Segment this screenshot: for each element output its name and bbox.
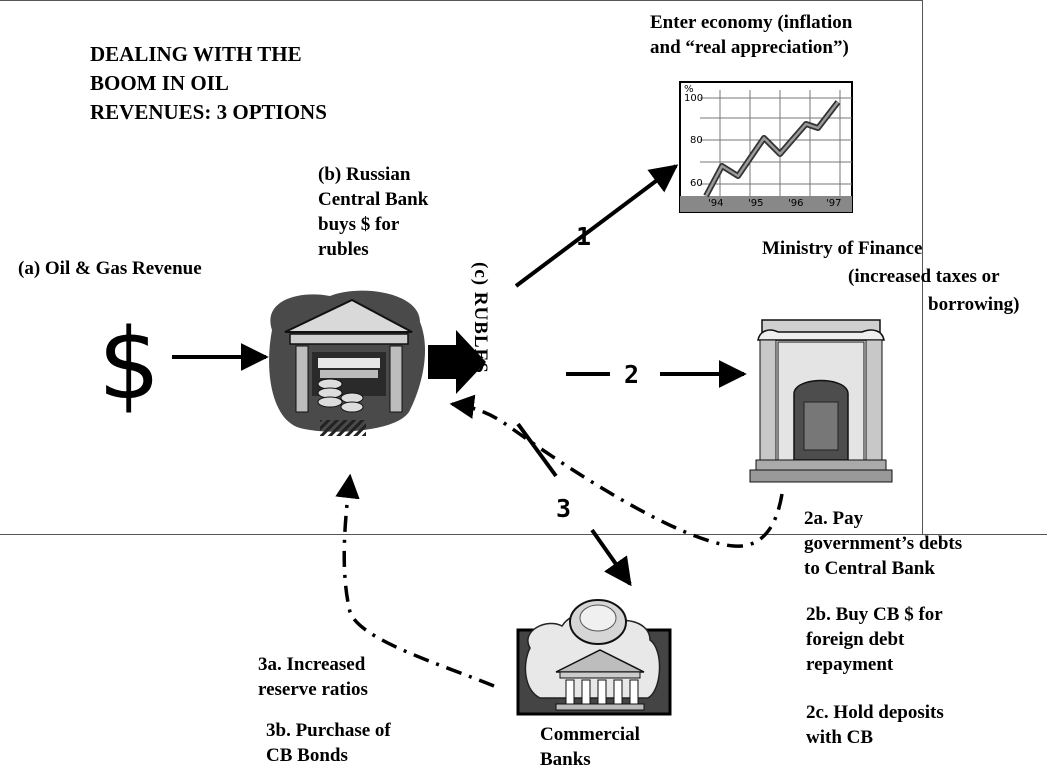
chart-xtick-94: '94 [708, 198, 724, 209]
chart-xtick-97: '97 [826, 198, 842, 209]
ministry-sublabel-1: (increased taxes or [848, 266, 1000, 287]
chart-xtick-96: '96 [788, 198, 804, 209]
note-2b: 2b. Buy CB $ for foreign debt repayment [806, 604, 943, 675]
note-2a: 2a. Pay government’s debts to Central Ba… [804, 508, 963, 579]
arrow-3-banks-upper [516, 422, 558, 478]
arrow-1-economy [514, 164, 679, 288]
dollar-symbol: $ [98, 308, 161, 422]
option-number-2: 2 [624, 360, 640, 389]
oil-revenue-label: (a) Oil & Gas Revenue [18, 258, 202, 279]
ministry-label: Ministry of Finance [762, 238, 923, 259]
slide-divider [0, 534, 1047, 535]
slide-frame [0, 0, 923, 534]
chart-xtick-95: '95 [748, 198, 764, 209]
option-number-1: 1 [576, 222, 592, 251]
commercial-bank-icon [516, 599, 672, 716]
chart-unit-label: % [684, 84, 694, 95]
ministry-building-icon [749, 319, 893, 483]
note-3a: 3a. Increased reserve ratios [258, 654, 368, 700]
note-2c: 2c. Hold deposits with CB [806, 702, 944, 748]
economy-label: Enter economy (inflation and “real appre… [650, 12, 853, 58]
inflation-chart-icon [679, 81, 853, 213]
note-3b: 3b. Purchase of CB Bonds [266, 720, 391, 766]
option-number-3: 3 [556, 494, 572, 523]
commercial-banks-label: Commercial Banks [540, 724, 640, 770]
flow-2a-return-arrow [449, 394, 784, 548]
rubles-label: (c) RUBLES [470, 262, 491, 374]
ministry-sublabel-2: borrowing) [928, 294, 1020, 315]
central-bank-label: (b) Russian Central Bank buys $ for rubl… [318, 164, 429, 260]
page-title: DEALING WITH THE BOOM IN OIL REVENUES: 3… [90, 42, 327, 124]
block-arrow-icon [428, 330, 486, 394]
chart-ytick-60: 60 [690, 178, 703, 189]
arrow-3-banks-lower [590, 528, 632, 587]
central-bank-icon [269, 290, 426, 436]
chart-ytick-80: 80 [690, 135, 703, 146]
chart-ytick-100: 100 [684, 93, 704, 104]
flow-3a-return-arrow [335, 473, 495, 688]
